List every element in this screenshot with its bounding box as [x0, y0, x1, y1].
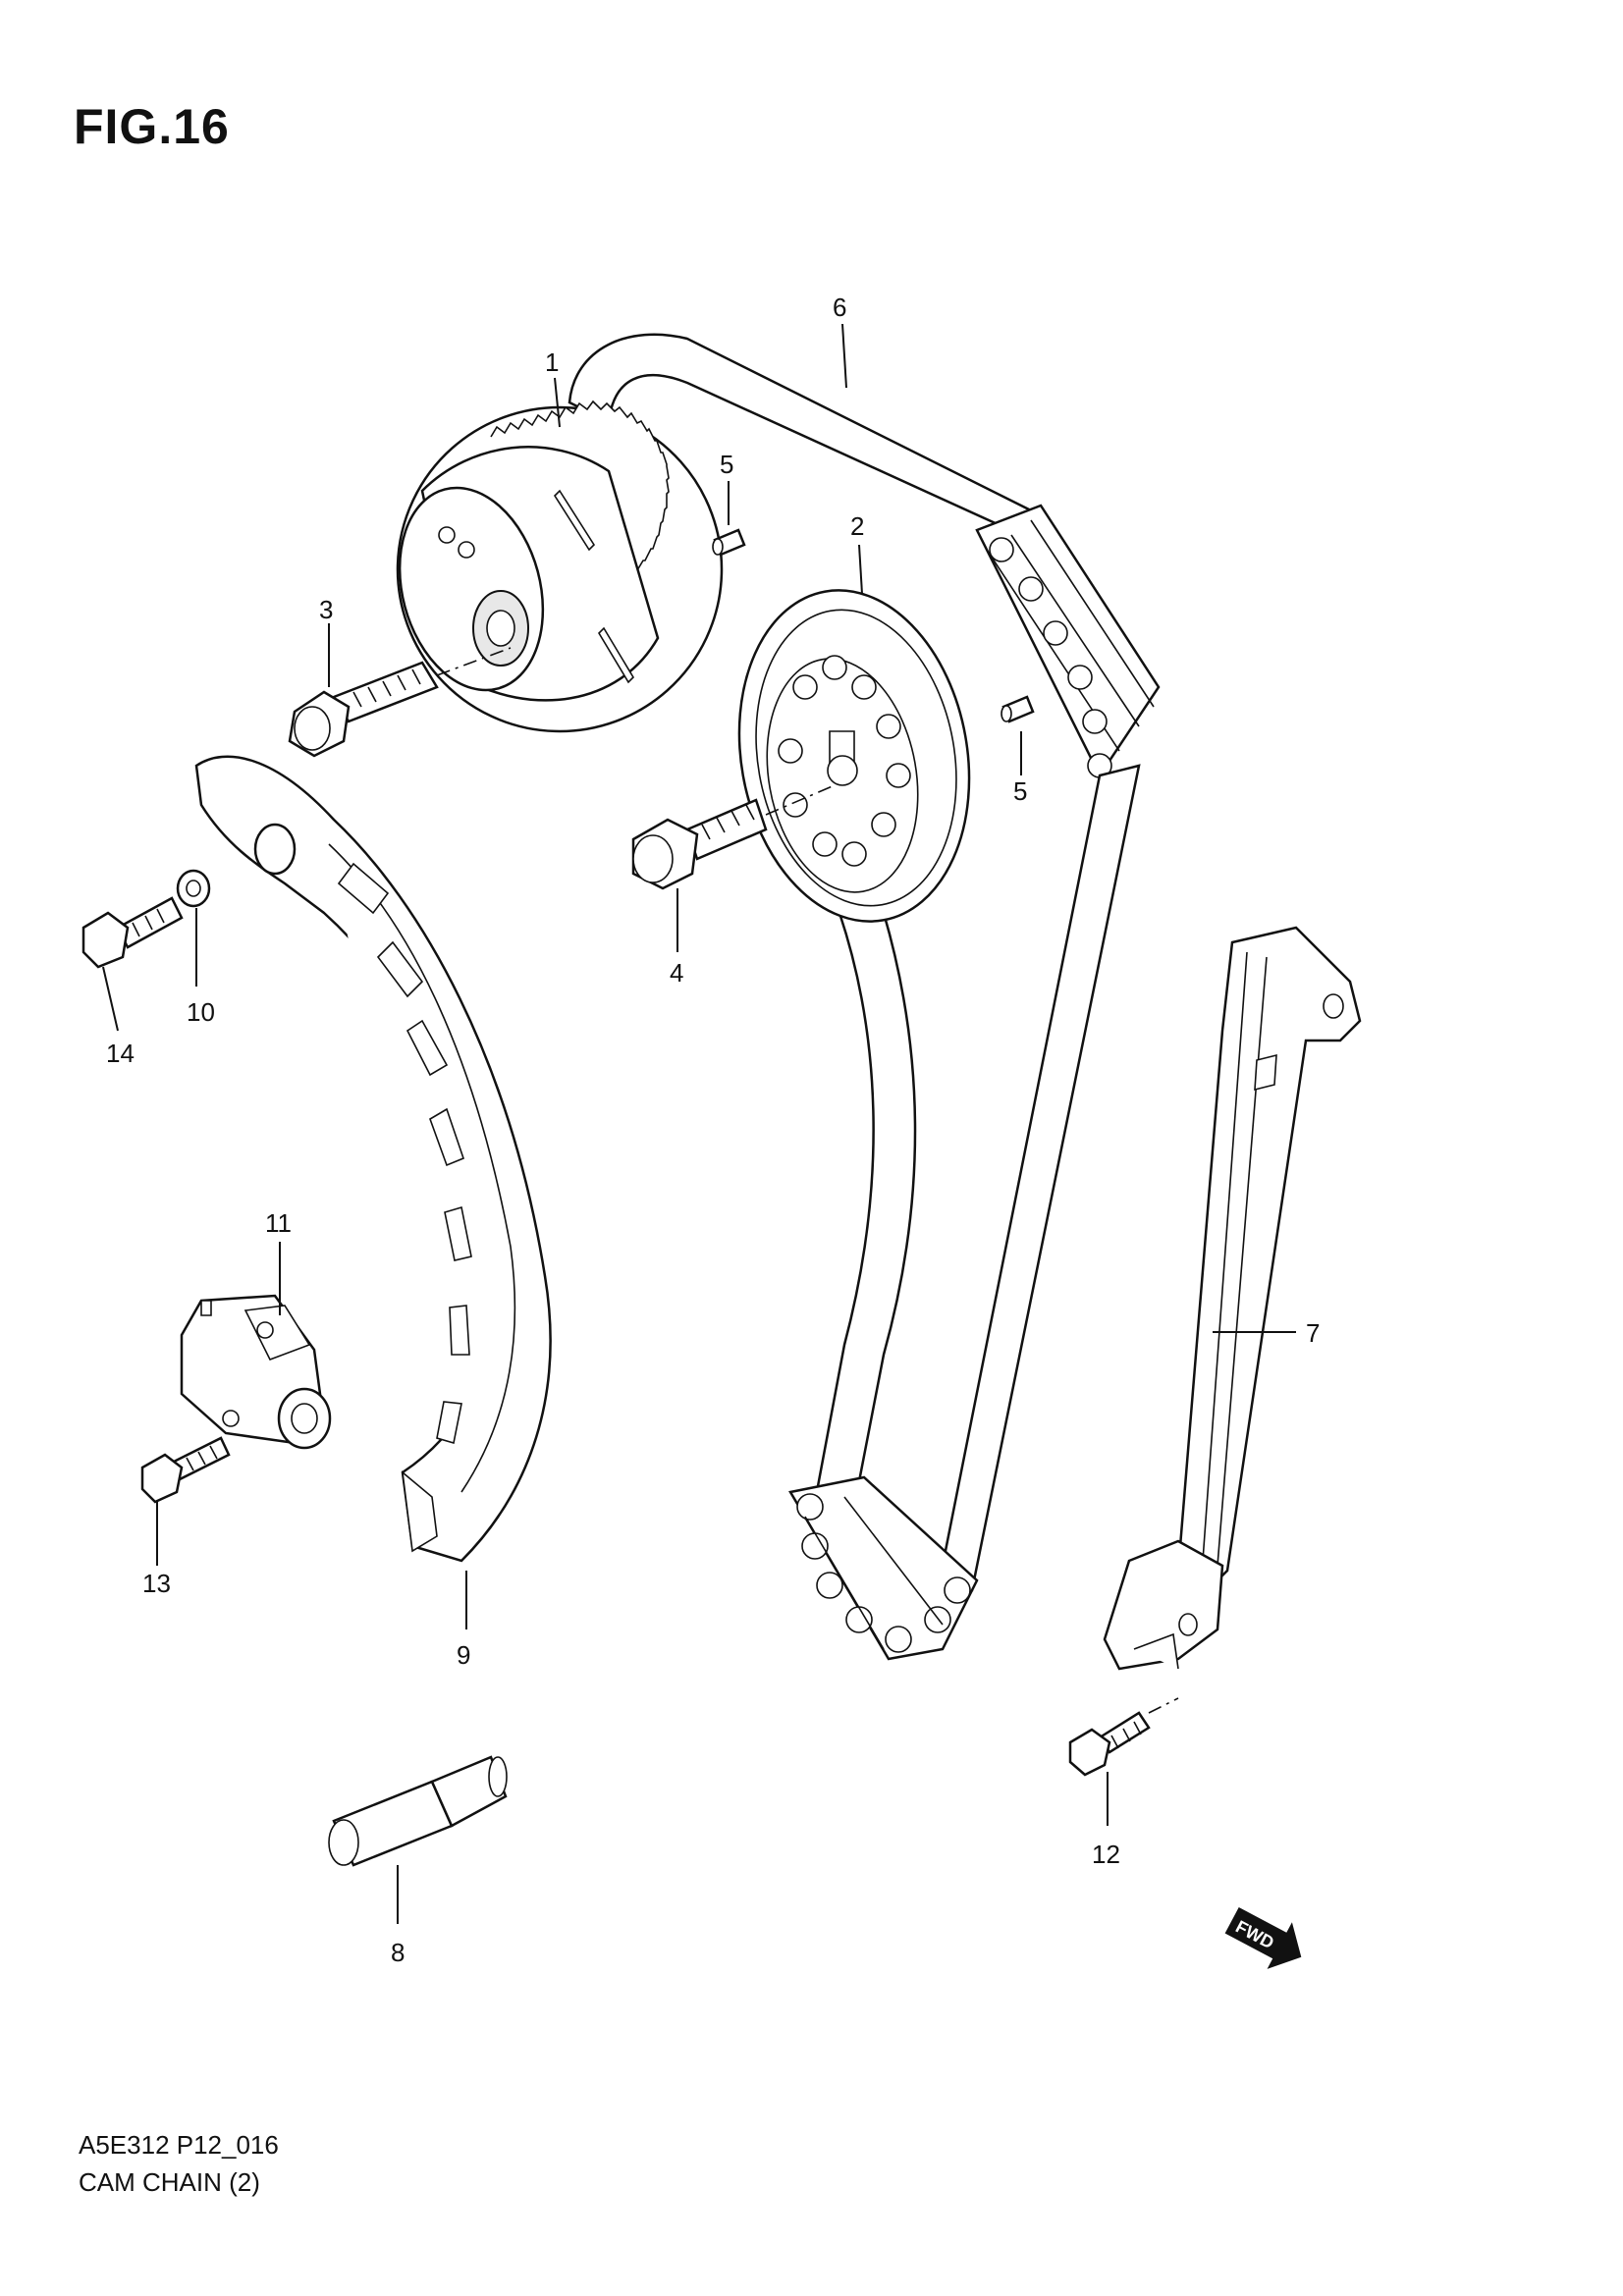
callout-3: 3 [319, 595, 333, 624]
chain-links-right [975, 504, 1161, 778]
cam-sprocket-part-2 [737, 589, 971, 923]
callout-13: 13 [142, 1569, 171, 1598]
bolt-part-14 [81, 896, 184, 969]
washer-part-10 [176, 869, 211, 908]
callout-9: 9 [457, 1640, 470, 1670]
callout-8: 8 [391, 1938, 405, 1967]
chain-guide-part-7 [1103, 926, 1362, 1671]
callout-6: 6 [833, 293, 846, 322]
pin-part-8 [328, 1755, 508, 1867]
forward-direction-arrow: FWD [1224, 1906, 1302, 1969]
bolt-part-3 [288, 647, 512, 758]
callout-4: 4 [670, 958, 683, 988]
cam-sprocket-part-1 [396, 400, 724, 733]
callout-2: 2 [850, 511, 864, 541]
callout-1: 1 [545, 347, 559, 377]
figure-code: A5E312 P12_016 [79, 2130, 279, 2160]
dowel-pin-part-5-lower [1001, 695, 1035, 723]
callout-5-lower: 5 [1013, 776, 1027, 806]
callout-numbers: 1 2 3 4 5 5 6 7 8 9 10 11 12 13 14 [106, 293, 1320, 1967]
callout-5-upper: 5 [720, 450, 733, 479]
bolt-part-13 [140, 1436, 231, 1504]
tensioner-adjuster-part-11 [180, 1294, 332, 1450]
chain-tensioner-guide-part-9 [194, 755, 552, 1563]
figure-title: FIG.16 [74, 99, 230, 154]
callout-12: 12 [1092, 1840, 1120, 1869]
bolt-part-12 [1068, 1697, 1179, 1777]
leader-lines [102, 323, 1296, 1924]
chain-links-bottom [788, 1475, 979, 1661]
cam-chain-part-6 [568, 333, 1161, 1661]
callout-11: 11 [265, 1208, 292, 1238]
figure-name: CAM CHAIN (2) [79, 2167, 260, 2197]
callout-10: 10 [187, 997, 215, 1027]
bolt-part-4 [631, 784, 836, 890]
dowel-pin-part-5-upper [712, 528, 746, 557]
callout-14: 14 [106, 1039, 135, 1068]
callout-7: 7 [1306, 1318, 1320, 1348]
